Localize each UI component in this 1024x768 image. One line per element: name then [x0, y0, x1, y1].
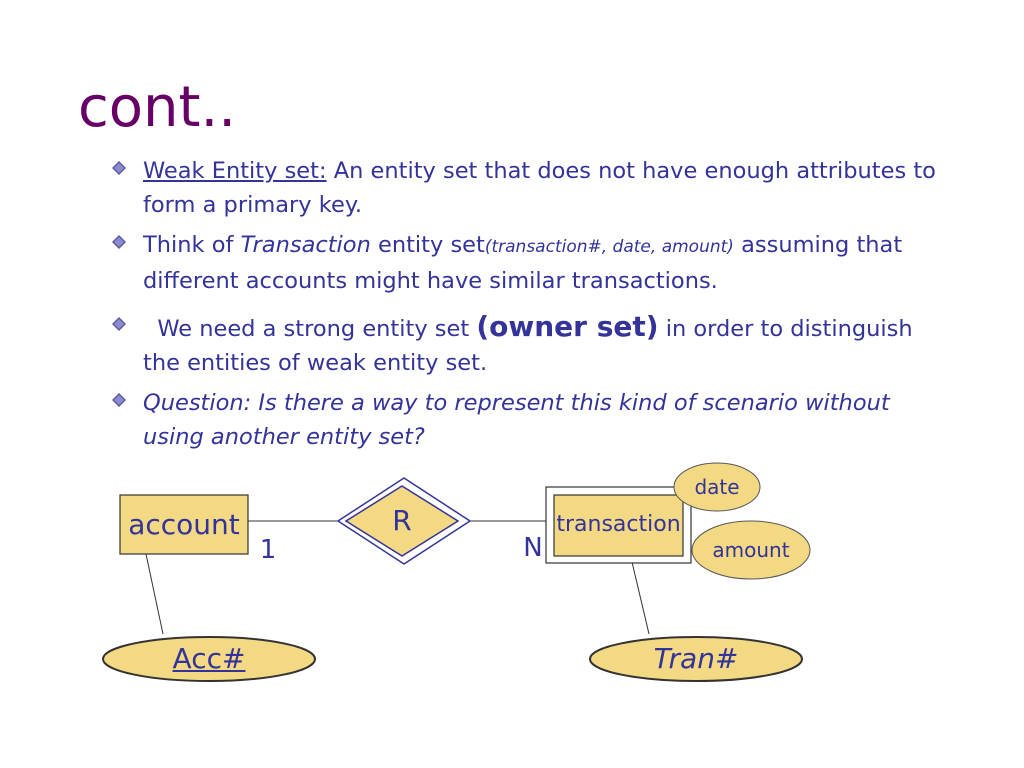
transaction-label: transaction [556, 512, 681, 537]
relationship-diamond [344, 485, 460, 557]
cardinality-n: N [523, 533, 543, 563]
diamond-bullet-icon [112, 161, 126, 175]
acc-attribute-ellipse [102, 636, 316, 682]
diamond-bullet-icon [112, 317, 126, 331]
account-label: account [128, 508, 240, 541]
cardinality-one: 1 [259, 535, 277, 565]
account-accno-line [145, 553, 164, 635]
bullet-text: Question: Is there a way to represent th… [143, 390, 890, 450]
transaction-tranno-line [631, 561, 650, 635]
tran-attribute-label: Tran# [653, 642, 739, 675]
diamond-bullet-icon [112, 235, 126, 249]
transaction-entity-box [553, 494, 684, 557]
date-attribute-ellipse [673, 462, 761, 512]
acc-attribute-label: Acc# [172, 642, 246, 675]
slide-title: cont.. [78, 75, 237, 140]
bullet-text: We need a strong entity set (owner set) … [143, 310, 920, 376]
date-attribute-label: date [694, 475, 740, 499]
bullet-text: Think of Transaction entity set(transact… [143, 232, 903, 294]
bullet-text: Weak Entity set: An entity set that does… [143, 158, 936, 218]
amount-attribute-ellipse [691, 520, 811, 580]
account-entity-box [119, 494, 249, 555]
diamond-bullet-icon [112, 393, 126, 407]
amount-attribute-label: amount [712, 538, 790, 562]
tran-attribute-ellipse [589, 636, 803, 682]
relationship-label: R [392, 504, 412, 537]
weak-entity-term: Weak Entity set: [143, 158, 327, 184]
